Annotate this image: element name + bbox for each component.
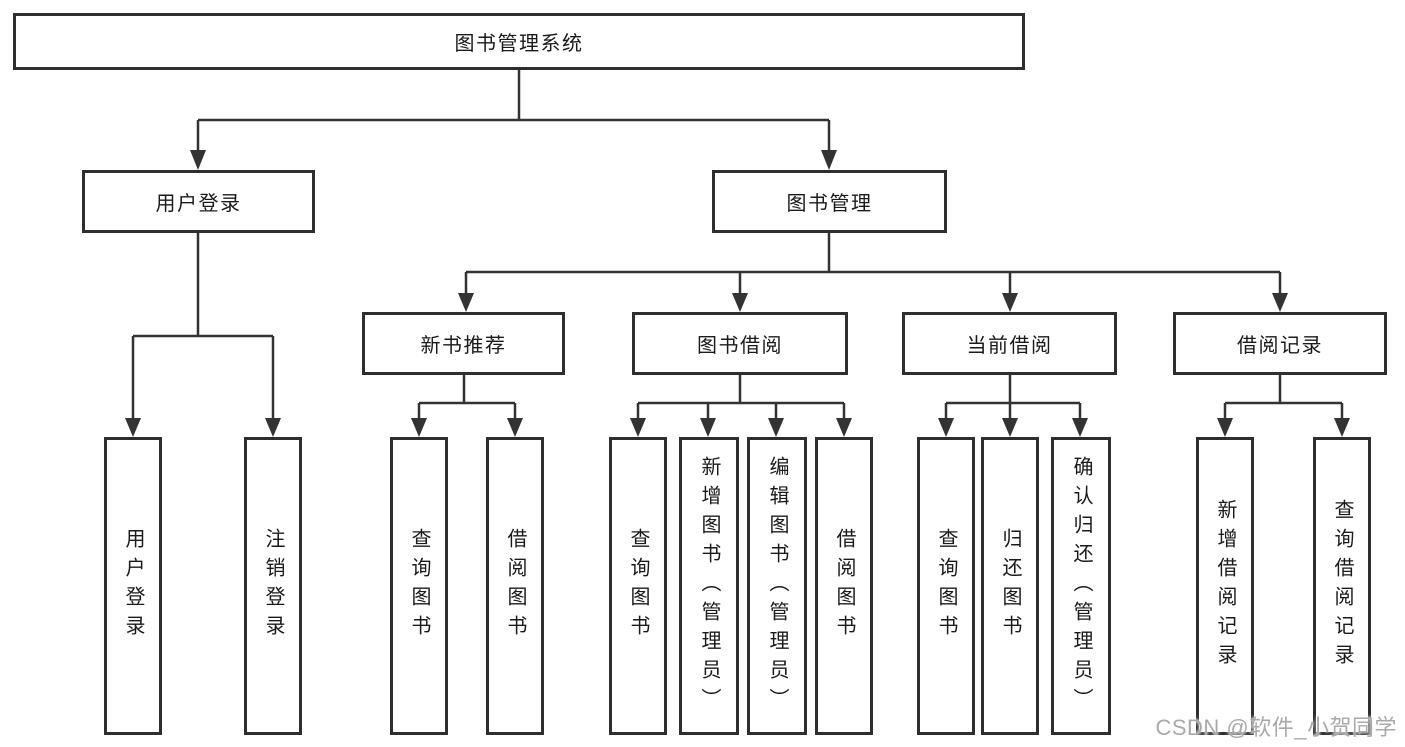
connector-new-book-to-leaves xyxy=(417,375,517,420)
leaf-current-return-book: 归还图书 xyxy=(981,437,1039,735)
arrowheads-new-book-leaves xyxy=(411,418,523,437)
arrowheads-borrow-records-leaves xyxy=(1217,418,1350,437)
node-current-borrow: 当前借阅 xyxy=(902,312,1117,375)
node-root-system: 图书管理系统 xyxy=(13,13,1025,70)
leaf-user-login: 用户登录 xyxy=(104,437,162,735)
leaf-records-add-record: 新增借阅记录 xyxy=(1196,437,1254,735)
arrowheads-book-borrow-leaves xyxy=(630,418,852,437)
arrowheads-current-borrow-leaves xyxy=(938,418,1088,437)
leaf-borrow-query-book: 查询图书 xyxy=(609,437,667,735)
connector-user-login-to-leaves xyxy=(131,233,275,420)
leaf-records-query-record: 查询借阅记录 xyxy=(1313,437,1371,735)
arrowheads-level3 xyxy=(458,293,1288,312)
csdn-watermark: CSDN @软件_小贺同学 xyxy=(1155,715,1397,740)
leaf-current-query-book: 查询图书 xyxy=(917,437,975,735)
leaf-borrow-add-book-admin: 新增图书（管理员） xyxy=(679,437,739,735)
connector-book-borrow-to-leaves xyxy=(636,375,846,420)
node-borrow-records: 借阅记录 xyxy=(1173,312,1387,375)
connector-current-borrow-to-leaves xyxy=(944,375,1082,420)
node-book-borrow: 图书借阅 xyxy=(632,312,848,375)
connector-borrow-records-to-leaves xyxy=(1223,375,1344,420)
node-user-login-branch: 用户登录 xyxy=(82,170,315,233)
arrowheads-user-login-leaves xyxy=(125,418,281,437)
leaf-newbook-borrow-book: 借阅图书 xyxy=(486,437,544,735)
connector-book-management-to-level3 xyxy=(464,233,1282,294)
node-new-book-recommend: 新书推荐 xyxy=(362,312,565,375)
leaf-logout: 注销登录 xyxy=(244,437,302,735)
leaf-newbook-query-book: 查询图书 xyxy=(390,437,448,735)
leaf-current-confirm-return-admin: 确认归还（管理员） xyxy=(1051,437,1111,735)
leaf-borrow-borrow-book: 借阅图书 xyxy=(815,437,873,735)
node-book-management-branch: 图书管理 xyxy=(712,170,947,233)
leaf-borrow-edit-book-admin: 编辑图书（管理员） xyxy=(747,437,807,735)
arrowheads-root-to-level2 xyxy=(190,150,837,170)
connector-root-to-level2 xyxy=(196,70,831,152)
